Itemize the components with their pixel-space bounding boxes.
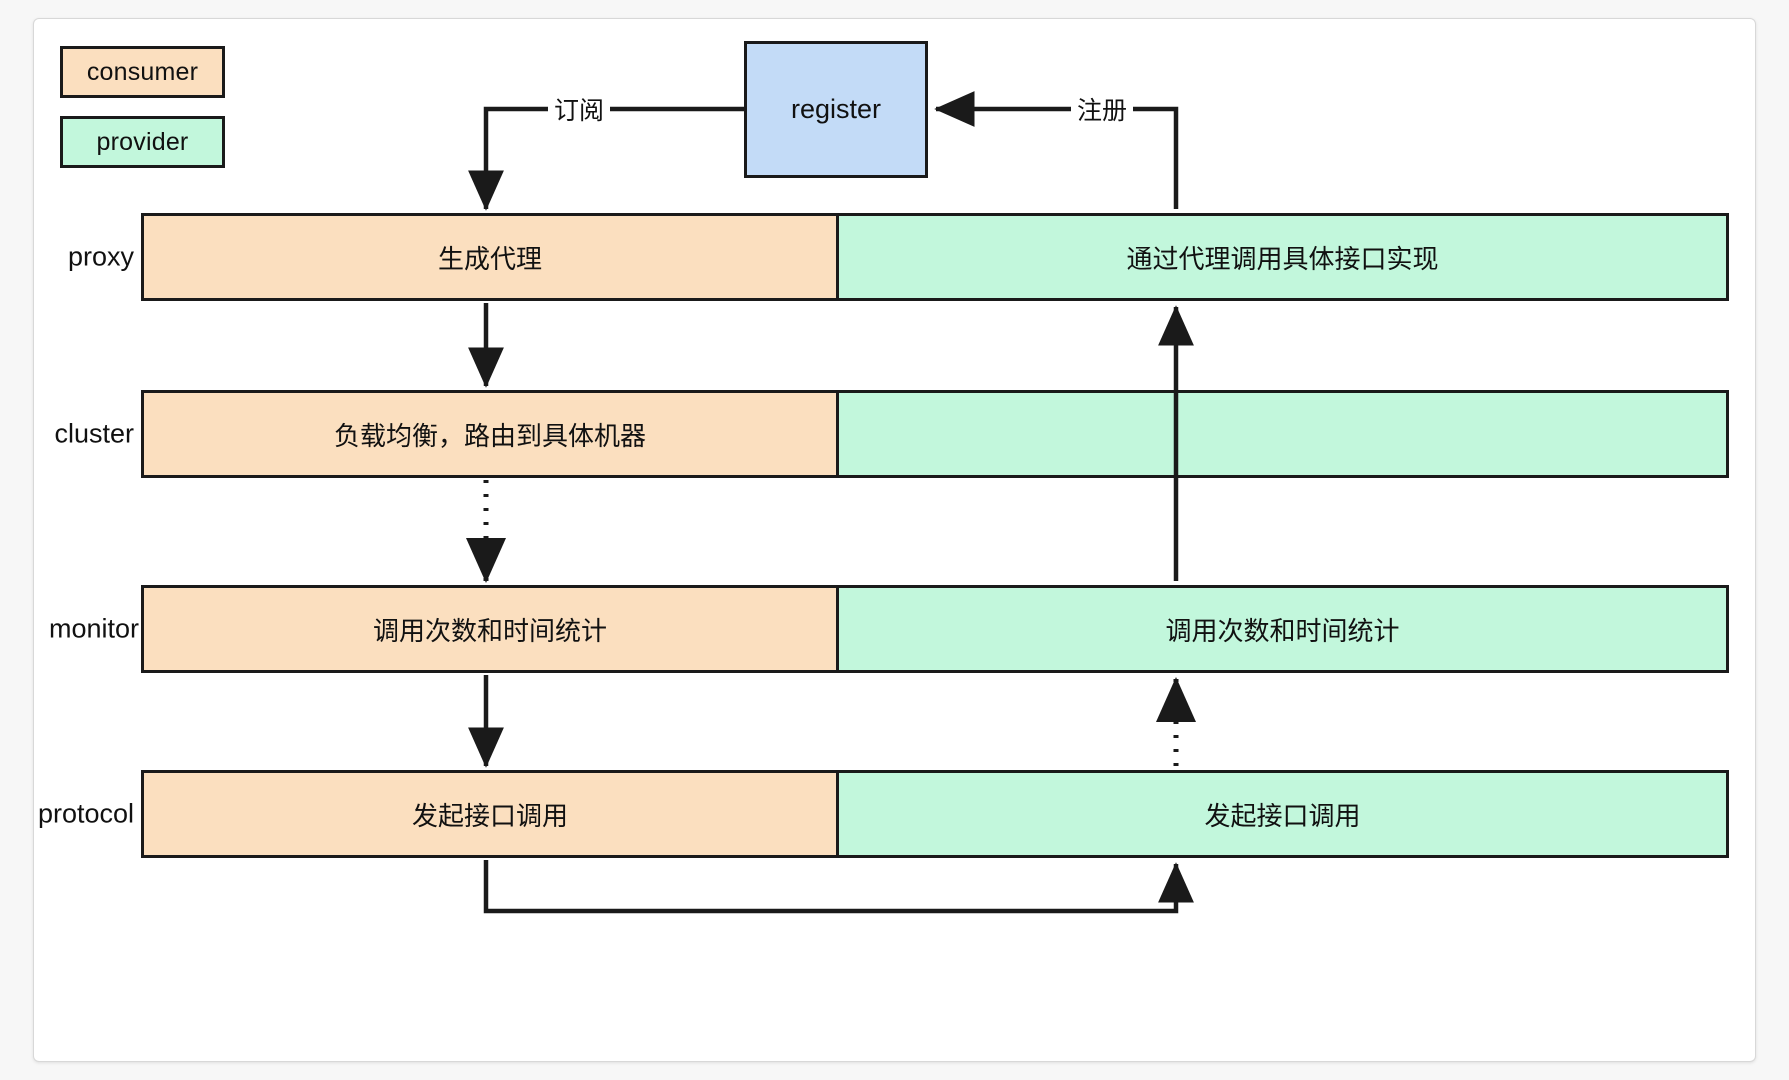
edge-label-register-text: 注册 [1076,97,1128,125]
edge-label-subscribe-text: 订阅 [553,97,605,125]
monitor-consumer-text: 调用次数和时间统计 [372,615,607,646]
legend-consumer: consumer [60,46,225,98]
diagram-canvas: consumer provider register proxy cluster… [33,18,1756,1062]
row-label-protocol-text: protocol [37,798,134,829]
row-label-proxy-text: proxy [67,241,134,272]
row-label-protocol: protocol [34,799,134,830]
edge-subscribe [468,106,744,211]
row-label-cluster-text: cluster [54,418,134,449]
row-label-monitor-text: monitor [48,613,139,644]
monitor-consumer-cell: 调用次数和时间统计 [144,588,836,670]
monitor-provider-cell: 调用次数和时间统计 [836,588,1726,670]
row-label-proxy: proxy [34,242,134,273]
edge-protocol-consumer-to-provider [483,860,1194,914]
protocol-provider-text: 发起接口调用 [1204,800,1361,831]
monitor-provider-text: 调用次数和时间统计 [1165,615,1400,646]
protocol-provider-cell: 发起接口调用 [836,773,1726,855]
protocol-consumer-cell: 发起接口调用 [144,773,836,855]
proxy-provider-cell: 通过代理调用具体接口实现 [836,216,1726,298]
register-node: register [744,41,928,178]
cluster-consumer-text: 负载均衡，路由到具体机器 [333,420,646,451]
proxy-provider-text: 通过代理调用具体接口实现 [1126,243,1439,274]
row-label-cluster: cluster [34,419,134,450]
protocol-consumer-text: 发起接口调用 [411,800,568,831]
layer-row-proxy: 生成代理 通过代理调用具体接口实现 [141,213,1729,301]
edge-label-register: 注册 [1070,91,1134,127]
proxy-consumer-cell: 生成代理 [144,216,836,298]
edge-label-subscribe: 订阅 [547,91,611,127]
cluster-consumer-cell: 负载均衡，路由到具体机器 [144,393,836,475]
proxy-consumer-text: 生成代理 [437,243,542,274]
layer-row-protocol: 发起接口调用 发起接口调用 [141,770,1729,858]
layer-row-cluster: 负载均衡，路由到具体机器 [141,390,1729,478]
row-label-monitor: monitor [34,614,139,645]
legend-provider-label: provider [96,127,189,156]
cluster-provider-cell [836,393,1726,475]
edge-register [934,91,1179,209]
legend-provider: provider [60,116,225,168]
register-node-label: register [790,94,882,124]
legend-consumer-label: consumer [86,57,199,86]
layer-row-monitor: 调用次数和时间统计 调用次数和时间统计 [141,585,1729,673]
